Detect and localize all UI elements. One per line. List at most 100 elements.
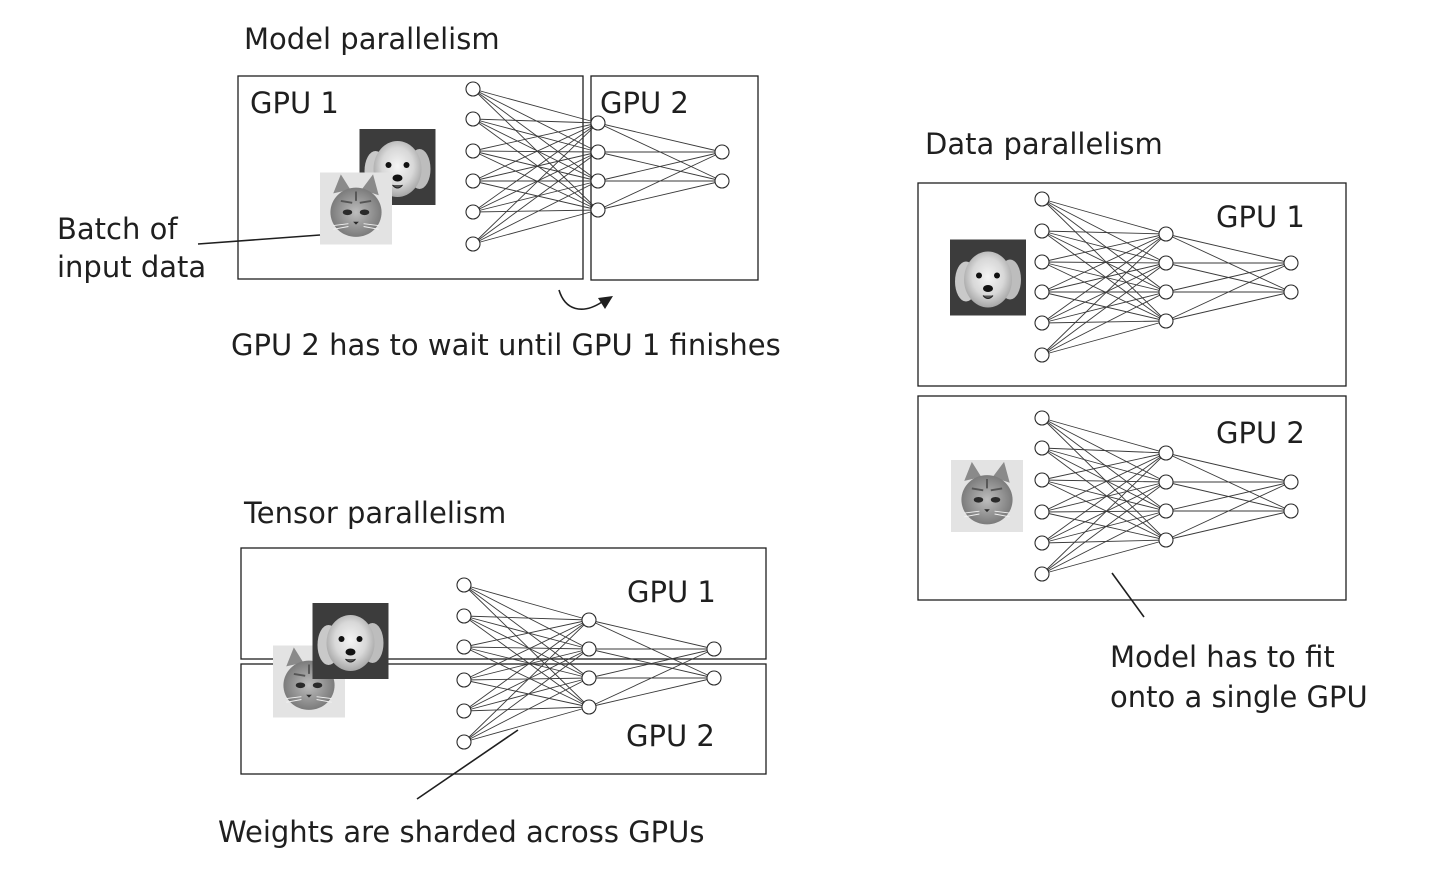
network-connection (1165, 233, 1292, 264)
network-connection (1041, 262, 1167, 324)
network-connection (1041, 320, 1167, 324)
network-node (1034, 254, 1050, 270)
network-connection (472, 180, 599, 213)
network-connection (1041, 198, 1167, 293)
network-node (1283, 474, 1299, 490)
network-connection (472, 122, 599, 152)
network-connection (1165, 262, 1292, 322)
network-connection (463, 646, 590, 679)
network-connection (1041, 452, 1167, 481)
network-connection (463, 646, 590, 650)
batch-label-line1: Batch of (57, 212, 178, 246)
tensor-gpu1-box (240, 547, 767, 660)
network-connection (1041, 233, 1167, 324)
network-connection (1041, 447, 1167, 541)
data-parallelism-title: Data parallelism (925, 127, 1163, 161)
network-connection (463, 648, 590, 743)
network-node (1158, 313, 1174, 329)
network-connection (1041, 452, 1167, 575)
network-node (590, 202, 606, 218)
network-node (1158, 226, 1174, 242)
wait-arrow (558, 289, 603, 310)
network-connection (597, 151, 723, 211)
network-connection (1041, 261, 1167, 322)
network-connection (472, 88, 599, 124)
network-node (465, 81, 481, 97)
network-node (1283, 503, 1299, 519)
network-connection (463, 706, 590, 743)
data-cat-photo (951, 459, 1023, 533)
network-node (1034, 440, 1050, 456)
model-gpu1-label: GPU 1 (250, 86, 339, 120)
tensor-gpu2-box (240, 663, 767, 775)
network-connection (1041, 417, 1167, 454)
network-connection (463, 677, 590, 712)
network-connection (1041, 291, 1167, 322)
network-connection (472, 118, 599, 211)
network-connection (472, 209, 599, 245)
batch-pointer-line (197, 234, 321, 245)
network-connection (1041, 539, 1167, 575)
network-connection (472, 180, 599, 245)
network-connection (1041, 510, 1167, 544)
network-connection (463, 615, 590, 621)
network-connection (463, 619, 590, 648)
network-connection (463, 615, 590, 679)
tensor-parallelism-title: Tensor parallelism (243, 496, 506, 530)
network-connection (463, 648, 590, 681)
tensor-dog-photo (312, 603, 389, 679)
network-connection (1041, 479, 1167, 512)
network-node (1158, 503, 1174, 519)
network-connection (1041, 479, 1167, 483)
network-connection (463, 619, 590, 743)
network-node (1034, 472, 1050, 488)
network-connection (1041, 262, 1167, 293)
network-node (581, 699, 597, 715)
network-connection (1041, 291, 1167, 324)
data-caption-line1: Model has to fit (1110, 640, 1335, 674)
network-connection (1041, 481, 1167, 513)
network-connection (1041, 198, 1167, 322)
network-connection (1041, 291, 1167, 356)
network-node (456, 672, 472, 688)
network-connection (472, 209, 599, 213)
network-node (581, 641, 597, 657)
data-gpu2-label: GPU 2 (1216, 416, 1305, 450)
network-node (590, 173, 606, 189)
network-connection (1041, 230, 1167, 264)
data-gpu1-label: GPU 1 (1216, 200, 1305, 234)
network-node (1283, 255, 1299, 271)
network-connection (1041, 262, 1167, 356)
network-connection (463, 677, 590, 743)
network-connection (472, 151, 599, 182)
cat-photo (320, 171, 392, 246)
network-connection (1165, 481, 1292, 541)
network-connection (1041, 539, 1167, 544)
network-connection (472, 151, 599, 245)
model-gpu2-label: GPU 2 (600, 86, 689, 120)
network-node (1158, 445, 1174, 461)
network-connection (1041, 447, 1167, 512)
network-connection (1041, 452, 1167, 544)
network-connection (463, 679, 590, 708)
network-node (590, 115, 606, 131)
network-connection (472, 151, 599, 213)
network-connection (1041, 452, 1167, 513)
network-node (1034, 223, 1050, 239)
network-connection (1165, 510, 1292, 541)
network-connection (1041, 261, 1167, 264)
network-connection (463, 584, 590, 650)
network-node (706, 641, 722, 657)
network-node (456, 639, 472, 655)
data-caption-line2: onto a single GPU (1110, 680, 1368, 714)
network-connection (588, 648, 715, 708)
network-connection (1041, 198, 1167, 264)
network-connection (1165, 291, 1292, 322)
network-connection (472, 180, 599, 211)
network-connection (472, 118, 599, 153)
network-connection (472, 88, 599, 182)
network-connection (1041, 510, 1167, 575)
network-node (456, 734, 472, 750)
data-dog-photo (950, 239, 1026, 316)
network-connection (1041, 447, 1167, 483)
